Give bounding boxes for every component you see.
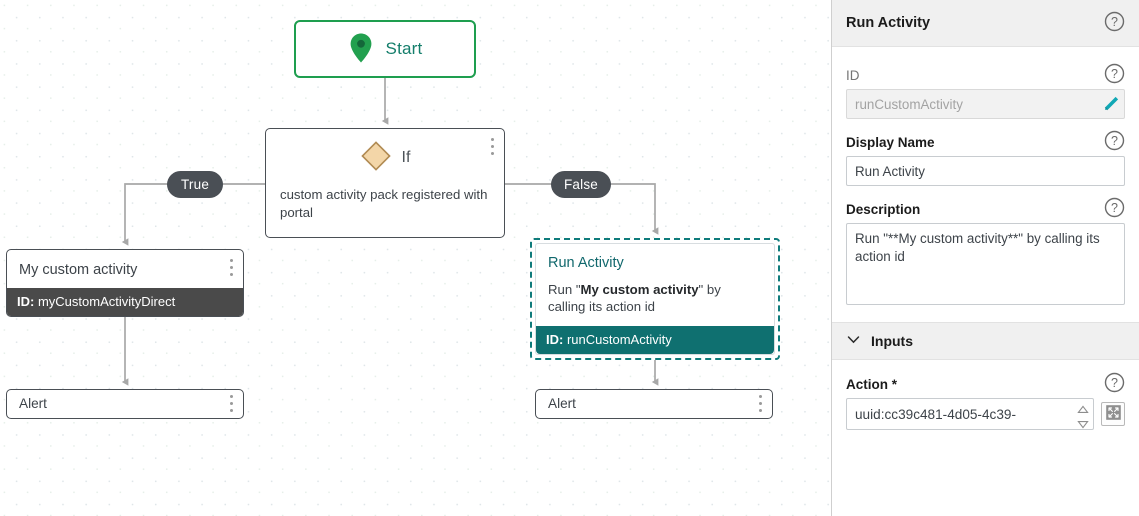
- panel-divider: [831, 0, 832, 516]
- field-display-name-label: Display Name: [846, 134, 935, 150]
- spinner-down-icon[interactable]: [1077, 417, 1089, 432]
- pencil-icon[interactable]: [1102, 95, 1120, 113]
- svg-text:?: ?: [1111, 134, 1118, 148]
- node-alert-left-title: Alert: [19, 396, 47, 411]
- id-value: myCustomActivityDirect: [37, 294, 176, 309]
- node-start-label: Start: [385, 39, 423, 58]
- run-body-bold: My custom activity: [580, 281, 699, 297]
- run-body-suffix: " by calling its action id: [548, 281, 721, 315]
- section-header-inputs[interactable]: Inputs: [832, 322, 1139, 360]
- field-display-name: Display Name ?: [832, 128, 1139, 186]
- run-body-prefix: Run ": [548, 281, 581, 297]
- svg-text:?: ?: [1111, 376, 1118, 390]
- description-field[interactable]: [846, 223, 1125, 305]
- svg-text:?: ?: [1111, 67, 1118, 81]
- node-run-activity-title: Run Activity: [548, 255, 624, 271]
- field-action: Action * ?: [832, 370, 1139, 430]
- node-run-activity[interactable]: Run Activity Run "My custom activity" by…: [535, 243, 775, 355]
- display-name-field[interactable]: [846, 156, 1125, 186]
- node-run-activity-selection[interactable]: Run Activity Run "My custom activity" by…: [530, 238, 780, 360]
- node-alert-right-title: Alert: [548, 396, 576, 411]
- branch-label-false[interactable]: False: [551, 171, 611, 198]
- node-if-title: If: [401, 148, 411, 166]
- node-alert-right-menu-icon[interactable]: [759, 395, 763, 413]
- field-action-label: Action *: [846, 376, 898, 392]
- node-if-description: custom activity pack registered with por…: [280, 187, 488, 220]
- expand-arrows-icon: [1105, 404, 1122, 424]
- spinner-arrows-icon[interactable]: [1077, 402, 1089, 429]
- section-title-inputs: Inputs: [871, 333, 913, 349]
- svg-text:?: ?: [1111, 201, 1118, 215]
- id-prefix: ID:: [546, 332, 564, 347]
- id-value: runCustomActivity: [566, 332, 672, 347]
- node-my-custom-activity-title: My custom activity: [19, 262, 138, 278]
- page-title: Run Activity: [846, 15, 931, 31]
- node-run-activity-id: ID: runCustomActivity: [536, 326, 774, 354]
- action-field[interactable]: [846, 398, 1094, 430]
- node-alert-left[interactable]: Alert: [6, 389, 244, 419]
- node-run-activity-description: Run "My custom activity" by calling its …: [536, 271, 774, 316]
- node-alert-left-menu-icon[interactable]: [230, 395, 234, 413]
- node-alert-right[interactable]: Alert: [535, 389, 773, 419]
- properties-panel-header: Run Activity ?: [832, 0, 1139, 47]
- field-description: Description ?: [832, 195, 1139, 308]
- id-prefix: ID:: [17, 294, 35, 309]
- properties-panel: Run Activity ? ID ?: [832, 0, 1139, 516]
- node-my-custom-activity-id: ID: myCustomActivityDirect: [7, 288, 243, 316]
- help-circle-icon[interactable]: ?: [1104, 11, 1125, 35]
- node-if-menu-icon[interactable]: [491, 138, 495, 156]
- help-circle-icon[interactable]: ?: [1104, 372, 1125, 396]
- node-my-custom-activity[interactable]: My custom activity ID: myCustomActivityD…: [6, 249, 244, 317]
- node-if[interactable]: If custom activity pack registered with …: [265, 128, 505, 238]
- field-id: ID ?: [832, 61, 1139, 119]
- node-start[interactable]: Start: [294, 20, 476, 78]
- field-id-label: ID: [846, 67, 860, 83]
- workflow-canvas[interactable]: Start If custom activity pack registered…: [0, 0, 831, 516]
- location-pin-icon: [348, 32, 374, 67]
- help-circle-icon[interactable]: ?: [1104, 130, 1125, 154]
- svg-text:?: ?: [1111, 15, 1118, 29]
- help-circle-icon[interactable]: ?: [1104, 197, 1125, 221]
- diamond-icon: [360, 140, 392, 175]
- spinner-up-icon[interactable]: [1077, 402, 1089, 417]
- id-field[interactable]: [846, 89, 1125, 119]
- expand-arrows-button[interactable]: [1101, 402, 1125, 426]
- chevron-down-icon[interactable]: [846, 332, 861, 350]
- node-my-custom-activity-menu-icon[interactable]: [230, 259, 234, 277]
- field-description-label: Description: [846, 201, 921, 217]
- branch-label-true[interactable]: True: [167, 171, 223, 198]
- help-circle-icon[interactable]: ?: [1104, 63, 1125, 87]
